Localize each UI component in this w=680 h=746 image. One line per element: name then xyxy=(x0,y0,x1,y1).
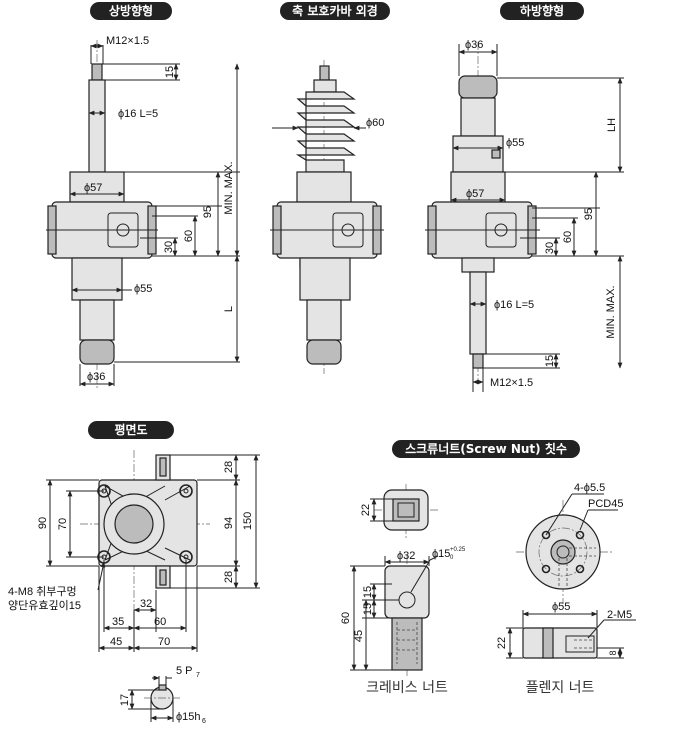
plan-d28b-label: 28 xyxy=(223,571,235,583)
inverted-thread-label: M12×1.5 xyxy=(490,377,533,389)
upright-body-label: ϕ57 xyxy=(84,182,102,194)
flange-holes-label: 4-ϕ5.5 xyxy=(574,482,605,494)
title-screw-nut: 스크류너트(Screw Nut) 칫수 xyxy=(392,440,580,458)
clevis-pin-tol-lo: 0 xyxy=(450,555,454,561)
inverted-top-label: ϕ36 xyxy=(465,39,483,51)
inverted-d95-label: 95 xyxy=(583,208,595,220)
plan-shaft-label: ϕ15h xyxy=(176,711,201,723)
upright-d95-label: 95 xyxy=(202,206,214,218)
clevis-d60-label: 60 xyxy=(340,612,352,624)
upright-shaft-label: ϕ16 L=5 xyxy=(118,108,158,120)
plan-hole-note-2: 양단유효깊이15 xyxy=(8,599,81,612)
upright-d60-label: 60 xyxy=(183,230,195,242)
inverted-LH-label: LH xyxy=(606,118,618,132)
plan-hole-note-1: 4-M8 취부구멍 xyxy=(8,585,77,598)
plan-d150-label: 150 xyxy=(242,512,254,530)
inverted-shaft-label: ϕ16 L=5 xyxy=(494,299,534,311)
plan-d60-label: 60 xyxy=(154,616,166,628)
clevis-nut-view: 22 ϕ32 ϕ15 +0.25 0 15 15 45 60 크레비스 너트 xyxy=(340,484,466,696)
inverted-d60-label: 60 xyxy=(562,231,574,243)
plan-key-sub: 7 xyxy=(196,672,200,679)
flange-dia-label: ϕ55 xyxy=(552,601,570,613)
plan-key-label: 5 P xyxy=(176,665,193,677)
plan-d94-label: 94 xyxy=(223,517,235,529)
plan-d45-label: 45 xyxy=(110,636,122,648)
title-plan: 평면도 xyxy=(88,421,174,439)
flange-pcd-label: PCD45 xyxy=(588,498,623,510)
plan-d90-label: 90 xyxy=(37,517,49,529)
inverted-body-label: ϕ57 xyxy=(466,188,484,200)
plan-d70v-label: 70 xyxy=(57,518,69,530)
flange-caption: 플렌지 너트 xyxy=(526,680,595,696)
clevis-caption: 크레비스 너트 xyxy=(366,680,448,696)
clevis-pin-tol-up: +0.25 xyxy=(450,547,466,553)
title-bellows: 축 보호카바 외경 xyxy=(280,2,390,20)
upright-minmax-label: MIN. MAX. xyxy=(223,161,235,214)
upright-L-label: L xyxy=(223,306,235,312)
plan-view: 28 94 28 150 90 70 4-M8 취부구멍 양단유효깊이15 32… xyxy=(8,450,260,725)
clevis-d32-label: ϕ32 xyxy=(397,550,415,562)
upright-jack-view: M12×1.5 15 ϕ16 L=5 ϕ57 30 60 95 MIN. MAX… xyxy=(46,35,240,390)
upright-nut-label: ϕ55 xyxy=(134,283,152,295)
title-upright: 상방향형 xyxy=(90,2,172,20)
inverted-d15-label: 15 xyxy=(544,355,556,367)
plan-d28a-label: 28 xyxy=(223,461,235,473)
plan-d35-label: 35 xyxy=(112,616,124,628)
flange-tap-label: 2-M5 xyxy=(607,609,632,621)
upright-d30-label: 30 xyxy=(163,241,175,253)
inverted-nut-label: ϕ55 xyxy=(506,137,524,149)
flange-nut-view: 4-ϕ5.5 PCD45 ϕ55 2-M5 22 8 플렌지 너트 xyxy=(496,482,636,696)
clevis-d22-label: 22 xyxy=(360,504,372,516)
clevis-d45-label: 45 xyxy=(353,630,365,642)
upright-thread-label: M12×1.5 xyxy=(106,35,149,47)
clevis-d15a-label: 15 xyxy=(362,586,374,598)
flange-d22-label: 22 xyxy=(496,637,508,649)
inverted-jack-view: ϕ36 ϕ55 ϕ57 LH 95 60 30 MIN. MAX. 15 ϕ16… xyxy=(425,39,624,392)
upright-d15-label: 15 xyxy=(164,66,176,78)
plan-d17-label: 17 xyxy=(119,694,131,706)
clevis-pin-label: ϕ15 xyxy=(432,548,450,560)
plan-shaft-sub: 6 xyxy=(202,718,206,725)
upright-bottom-label: ϕ36 xyxy=(87,371,105,383)
inverted-d30-label: 30 xyxy=(544,242,556,254)
inverted-minmax-label: MIN. MAX. xyxy=(605,285,617,338)
plan-d70-label: 70 xyxy=(158,636,170,648)
bellows-dia-label: ϕ60 xyxy=(366,117,384,129)
flange-d8-label: 8 xyxy=(608,650,618,655)
plan-d32-label: 32 xyxy=(140,598,152,610)
title-inverted: 하방향형 xyxy=(500,2,584,20)
clevis-d15b-label: 15 xyxy=(362,603,374,615)
bellows-jack-view: ϕ60 xyxy=(270,60,384,374)
